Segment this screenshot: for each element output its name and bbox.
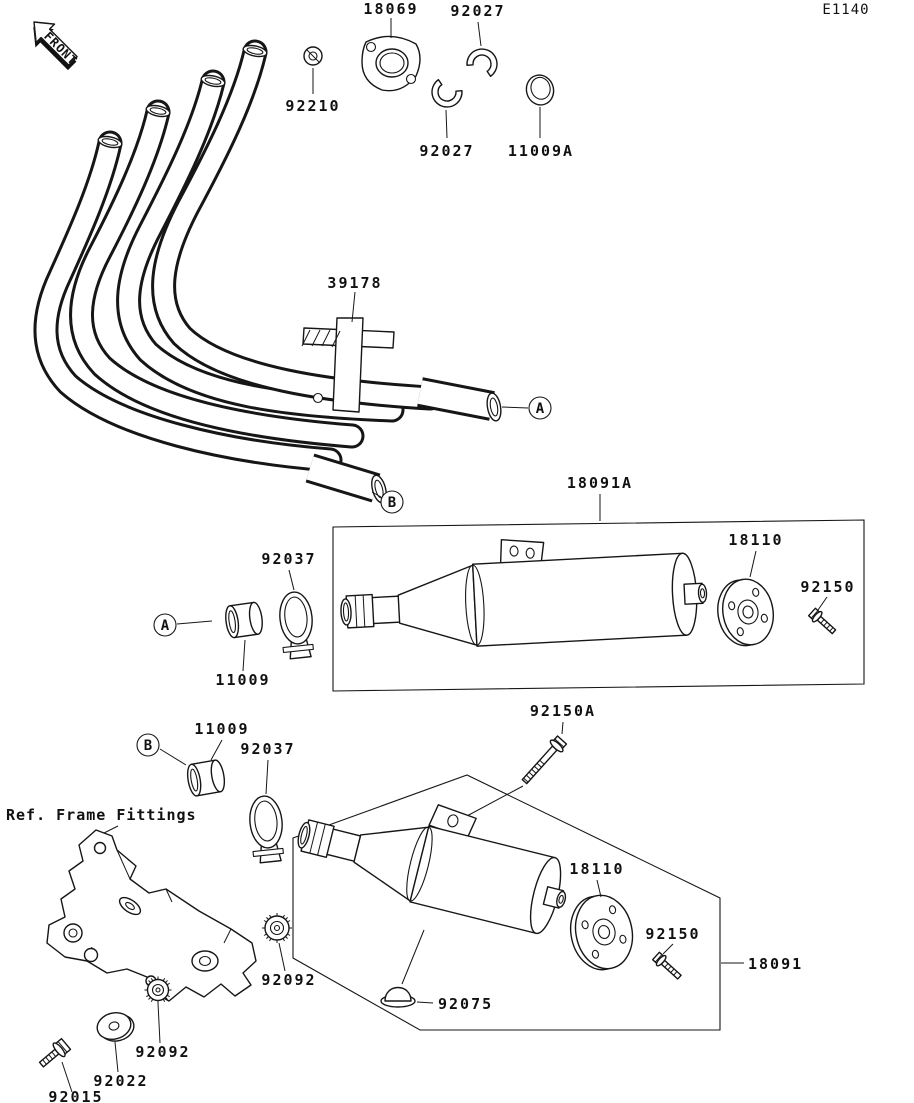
label-18110-upper: 18110 <box>728 531 783 549</box>
bolt-92015 <box>38 1037 72 1068</box>
leader-92037-lower <box>265 759 269 795</box>
leader-11009-upper <box>242 639 246 672</box>
svg-text:A: A <box>161 618 170 634</box>
label-18069: 18069 <box>363 0 418 18</box>
page-code: E1140 <box>822 2 869 18</box>
collector-bracket-39178 <box>301 317 395 413</box>
leader-92027-mid <box>445 109 448 139</box>
label-92015: 92015 <box>48 1088 103 1103</box>
muffler-upper <box>340 539 708 647</box>
leader-callout-b1 <box>371 491 382 498</box>
flange-18069 <box>361 35 421 92</box>
frame-bracket <box>46 829 257 1002</box>
leader-11009-lower <box>210 739 223 761</box>
label-18091: 18091 <box>748 955 803 973</box>
leader-callout-a2 <box>176 620 213 625</box>
callout-b-collector: B <box>380 490 404 514</box>
clamp-92037-lower <box>249 795 284 864</box>
keeper-92027-top <box>466 48 498 77</box>
damper-92092-upper <box>262 913 292 943</box>
ref-frame-fittings-note: Ref. Frame Fittings <box>6 806 197 824</box>
leader-callout-a1 <box>501 406 529 409</box>
assembly-box-18091a <box>332 519 865 692</box>
label-92027-mid: 92027 <box>419 142 474 160</box>
label-18091a: 18091A <box>567 474 633 492</box>
exhaust-header-pipes <box>33 39 443 473</box>
bolt-92150-upper <box>807 607 837 635</box>
collector-outlet-lower <box>305 453 387 504</box>
bolt-92150a <box>521 735 568 785</box>
collar-11009-lower <box>186 759 226 797</box>
pipe-tip-1 <box>242 44 268 58</box>
leader-92075-muffler <box>401 929 425 985</box>
pipe-tip-4 <box>97 135 123 149</box>
pipe-tip-2 <box>200 74 226 88</box>
end-cap-18110-lower <box>569 894 634 971</box>
callout-a-collector: A <box>528 396 552 420</box>
label-92027-top: 92027 <box>450 2 505 20</box>
leader-18110-upper <box>749 550 757 578</box>
svg-text:B: B <box>144 738 152 754</box>
label-11009-upper: 11009 <box>215 671 270 689</box>
pipe-tip-3 <box>145 104 171 118</box>
label-92150-upper: 92150 <box>800 578 855 596</box>
collar-11009-upper <box>225 601 263 639</box>
keeper-92027-mid <box>431 79 463 108</box>
ring-11009a <box>525 74 555 106</box>
damper-92075 <box>380 986 416 1008</box>
label-39178: 39178 <box>327 274 382 292</box>
label-92092-upper: 92092 <box>261 971 316 989</box>
label-92037-lower: 92037 <box>240 740 295 758</box>
collector-outlet-upper <box>417 377 502 422</box>
leader-92075 <box>416 1001 434 1004</box>
label-92022: 92022 <box>93 1072 148 1090</box>
leader-18110-lower <box>596 879 602 898</box>
nut-92210 <box>303 46 323 66</box>
leader-92150-upper <box>817 596 828 611</box>
muffler-lower <box>297 804 567 935</box>
label-92210: 92210 <box>285 97 340 115</box>
leader-92150a <box>561 721 564 735</box>
label-11009a: 11009A <box>508 142 574 160</box>
label-11009-lower: 11009 <box>194 720 249 738</box>
callout-a-parts: A <box>153 613 177 637</box>
label-92037-upper: 92037 <box>261 550 316 568</box>
label-18110-lower: 18110 <box>569 860 624 878</box>
leader-92092-upper <box>278 942 286 972</box>
end-cap-18110-upper <box>717 578 774 647</box>
leader-39178 <box>351 291 356 323</box>
callout-b-parts: B <box>136 733 160 757</box>
label-92150-lower: 92150 <box>645 925 700 943</box>
svg-text:B: B <box>388 495 396 511</box>
clamp-92037-upper <box>279 591 314 660</box>
svg-text:A: A <box>536 401 545 417</box>
bolt-92150-lower <box>651 951 682 980</box>
leader-92022 <box>114 1041 119 1073</box>
leader-92027-top <box>477 21 482 47</box>
leader-92150-lower <box>662 943 674 955</box>
leader-92092-lower <box>157 1002 161 1044</box>
washer-92022 <box>96 1011 135 1042</box>
label-92092-lower: 92092 <box>135 1043 190 1061</box>
assembly-box-18091 <box>292 774 721 1031</box>
front-arrow: FRONT <box>33 21 80 71</box>
damper-92092-lower <box>144 976 172 1004</box>
label-92075: 92075 <box>438 995 493 1013</box>
label-92150a: 92150A <box>530 702 596 720</box>
leader-92037-upper <box>288 569 295 591</box>
leader-92015 <box>61 1061 73 1093</box>
leader-callout-b2 <box>159 748 187 766</box>
